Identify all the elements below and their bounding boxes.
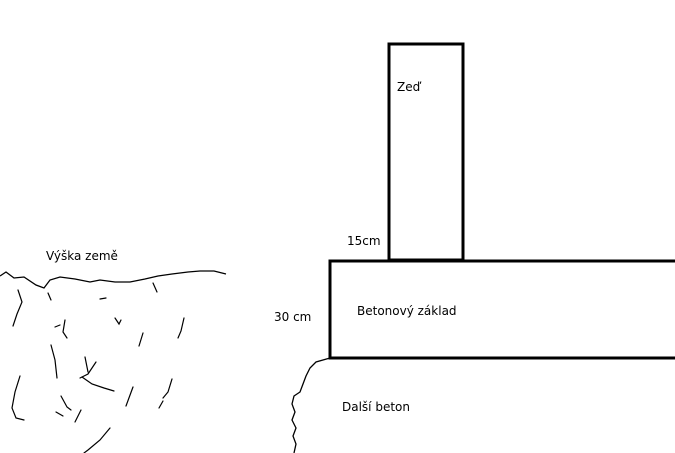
wall-label: Zeď	[397, 80, 422, 94]
concrete-rough-edge	[291, 357, 331, 453]
soil-scribbles	[11, 282, 185, 453]
foundation-height-label: 30 cm	[274, 310, 311, 324]
more-concrete-label: Další beton	[342, 400, 410, 414]
foundation-outline	[328, 259, 675, 360]
ground-level-label: Výška země	[46, 249, 118, 263]
foundation-label: Betonový základ	[357, 304, 457, 318]
wall-width-label: 15cm	[347, 234, 381, 248]
wall-rect	[387, 42, 465, 262]
ground-surface-line	[0, 270, 227, 289]
